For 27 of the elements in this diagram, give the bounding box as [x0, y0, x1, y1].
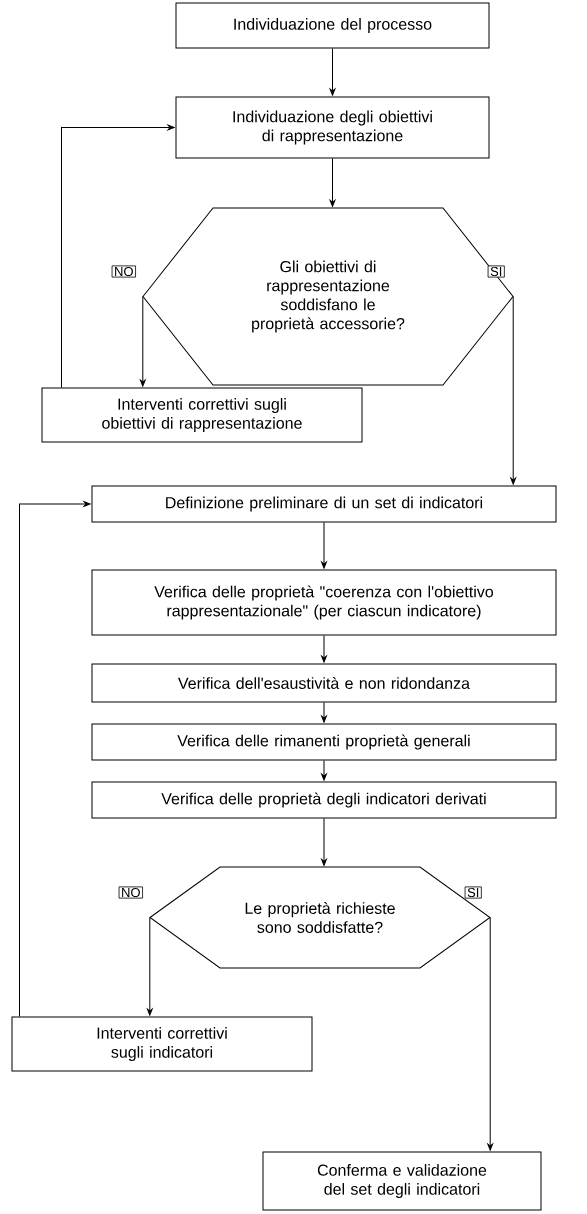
process-box: Individuazione del processo — [175, 2, 490, 49]
arrow — [321, 635, 327, 663]
arrow — [321, 818, 327, 866]
edge-label: SI — [464, 886, 482, 899]
process-box: Verifica delle proprietà degli indicatori derivati — [91, 781, 557, 819]
arrow — [61, 124, 175, 388]
arrow — [321, 522, 327, 569]
process-box: Interventi correttivi sugli indicatori — [11, 1016, 313, 1072]
process-box: Verifica delle proprietà "coerenza con l'obiettivo rappresentazionale" (per ciascun indicatore) — [91, 569, 557, 636]
arrow — [321, 760, 327, 781]
arrow — [329, 158, 336, 207]
arrow — [19, 501, 91, 1017]
process-box: Definizione preliminare di un set di indicatori — [91, 485, 557, 523]
arrow — [139, 296, 146, 387]
edge-label: NO — [118, 886, 143, 899]
process-box: Verifica dell'esaustività e non ridondanza — [91, 663, 557, 703]
arrow — [510, 296, 517, 485]
process-box: Individuazione degli obiettivi di rappresentazione — [175, 96, 490, 159]
process-box: Verifica delle rimanenti proprietà generali — [91, 723, 557, 761]
arrow — [321, 702, 327, 723]
arrow — [487, 917, 494, 1151]
edge-label: SI — [487, 265, 505, 278]
arrow — [329, 48, 336, 96]
arrow — [146, 917, 153, 1016]
edge-label: NO — [111, 265, 136, 278]
process-box: Conferma e validazione del set degli indicatori — [262, 1151, 542, 1211]
process-box: Interventi correttivi sugli obiettivi di rappresentazione — [41, 387, 363, 443]
